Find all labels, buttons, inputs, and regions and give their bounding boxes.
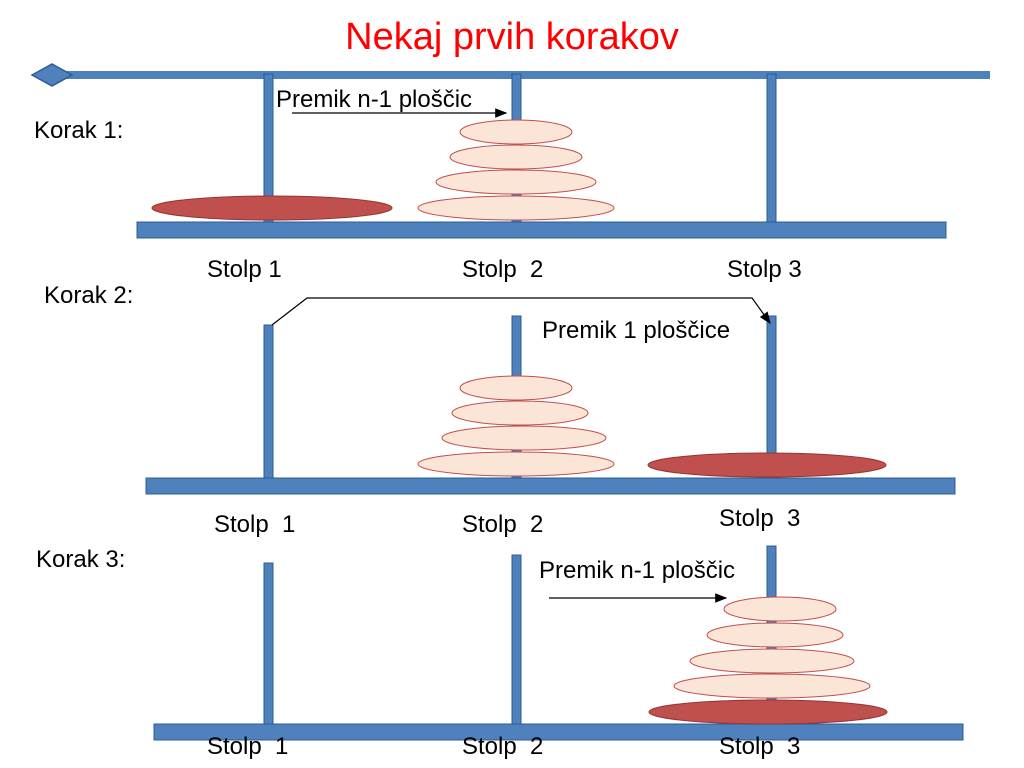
disk-small-4 — [417, 195, 615, 221]
disk-small-3 — [435, 169, 597, 195]
step-2-move-text: Premik 1 ploščice — [542, 317, 731, 344]
large-disk — [151, 195, 393, 221]
step-1-move-text: Premik n-1 ploščic — [276, 86, 473, 113]
diamond-icon — [30, 63, 74, 87]
disk-small-3 — [441, 425, 607, 451]
move-arrow-2 — [271, 297, 771, 326]
disk-small-2 — [449, 144, 583, 170]
slide-title: Nekaj prvih korakov — [345, 16, 679, 58]
pole-2 — [511, 554, 522, 730]
step-2 — [145, 297, 956, 495]
large-disk — [647, 452, 887, 478]
disk-small-4 — [417, 451, 615, 477]
step-1 — [136, 73, 947, 239]
step-2-pole-2-label: Stolp 2 — [462, 511, 544, 538]
step-3 — [153, 545, 964, 741]
disk-small-1 — [459, 375, 573, 401]
disk-small-2 — [451, 400, 589, 426]
disk-small-1 — [723, 596, 837, 622]
step-2-label: Korak 2: — [44, 282, 134, 309]
step-3-pole-1-label: Stolp 1 — [207, 733, 289, 760]
step-2-pole-3-label: Stolp 3 — [719, 505, 801, 532]
pole-1 — [263, 324, 274, 480]
top-rule — [30, 63, 990, 87]
step-3-move-text: Premik n-1 ploščic — [539, 557, 736, 584]
disk-small-3 — [689, 648, 855, 674]
disk-small-4 — [673, 673, 871, 699]
step-2-pole-1-label: Stolp 1 — [214, 511, 296, 538]
pole-3 — [766, 73, 777, 227]
disk-small-2 — [706, 622, 844, 648]
step-1-pole-3-label: Stolp 3 — [727, 256, 802, 283]
base-1 — [136, 221, 947, 239]
step-1-pole-1-label: Stolp 1 — [207, 256, 282, 283]
step-3-label: Korak 3: — [36, 546, 126, 573]
disk-small-1 — [459, 119, 573, 145]
pole-1 — [263, 562, 274, 730]
step-3-pole-3-label: Stolp 3 — [719, 733, 801, 760]
base-2 — [145, 477, 956, 495]
large-disk — [648, 699, 888, 725]
top-rule-bar — [60, 71, 990, 79]
step-3-pole-2-label: Stolp 2 — [462, 733, 544, 760]
step-1-pole-2-label: Stolp 2 — [462, 256, 544, 283]
step-1-label: Korak 1: — [34, 117, 124, 144]
base-3 — [153, 723, 964, 741]
